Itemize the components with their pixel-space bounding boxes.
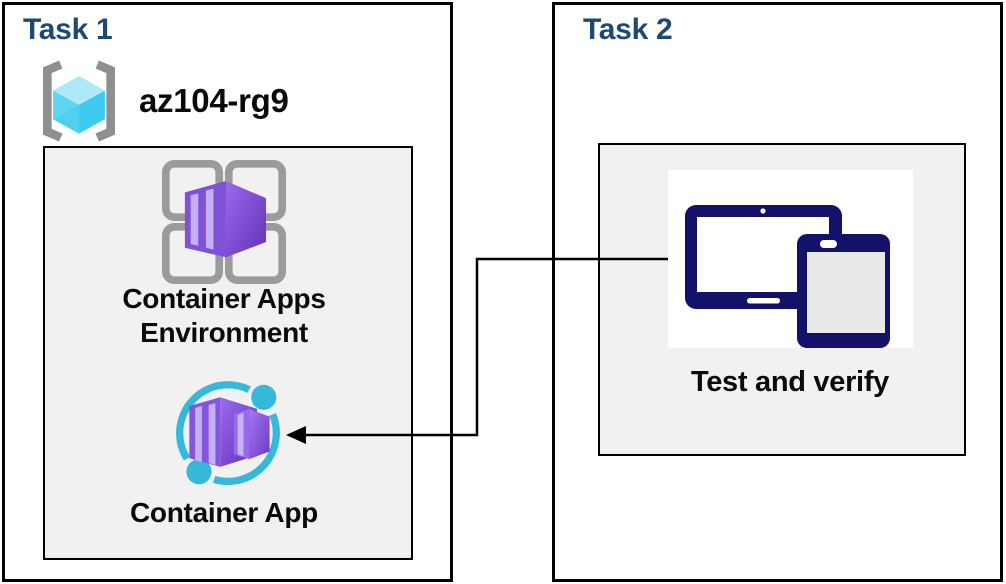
test-and-verify-label: Test and verify bbox=[690, 366, 890, 398]
tablet-phone-icon bbox=[685, 205, 890, 348]
task2-title: Task 2 bbox=[583, 13, 673, 46]
resource-group: az104-rg9 bbox=[31, 57, 289, 145]
container-apps-environment-label: Container Apps Environment bbox=[122, 283, 326, 348]
test-and-verify-tile bbox=[668, 170, 913, 348]
task1-title: Task 1 bbox=[23, 13, 113, 46]
container-apps-environment-icon bbox=[162, 160, 286, 284]
container-app-icon bbox=[176, 381, 280, 486]
container-app-label: Container App bbox=[130, 497, 318, 528]
resource-group-icon bbox=[43, 60, 115, 142]
resource-group-name: az104-rg9 bbox=[139, 82, 289, 119]
